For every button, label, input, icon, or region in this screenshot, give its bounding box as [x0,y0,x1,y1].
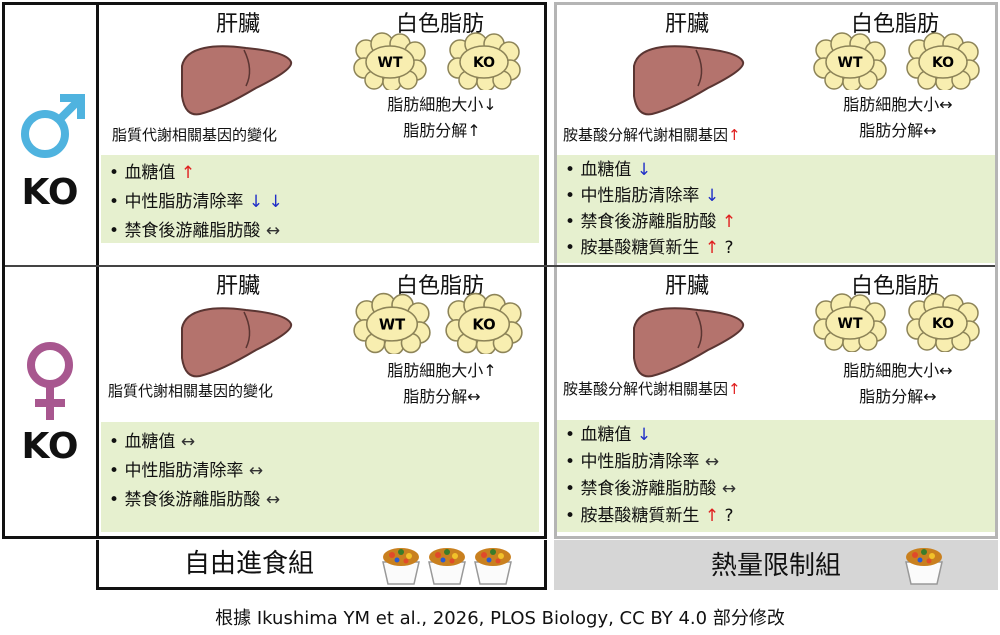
finding-item: 胺基酸糖質新生 ↑ ? [565,235,987,261]
finding-item: 中性脂肪清除率 ↔ [109,457,531,486]
calorie-restriction-group: 熱量限制組 [554,540,998,590]
lipolysis-note: 脂肪分解↔ [859,121,937,140]
free-feeding-group: 自由進食組 [96,540,547,590]
finding-item: 中性脂肪清除率 ↓ ↓ [109,188,531,217]
ko-label: KO [932,55,954,71]
liver-title: 肝臟 [215,274,260,299]
findings-box: 血糖值 ↓ 中性脂肪清除率 ↓ 禁食後游離脂肪酸 ↑ 胺基酸糖質新生 ↑ ? [557,155,995,263]
food-cup-icon [474,548,512,585]
free-feeding-panel [96,2,547,539]
wt-label: WT [838,55,863,71]
liver-title: 肝臟 [664,274,709,299]
white-fat-title: 白色脂肪 [850,274,939,299]
wt-label: WT [838,316,863,332]
liver-note: 胺基酸分解代謝相關基因↑ [563,126,741,144]
finding-item: 中性脂肪清除率 ↔ [565,449,987,476]
wt-fat-cells-icon: WT [813,32,887,90]
food-cup-icon [428,548,466,585]
liver-icon [181,307,293,378]
findings-box: 血糖值 ↑ 中性脂肪清除率 ↓ ↓ 禁食後游離脂肪酸 ↔ [101,155,539,243]
liver-icon [633,307,745,378]
fat-cell-size-note: 脂肪細胞大小↓ [387,95,497,114]
finding-item: 血糖值 ↓ [565,157,987,183]
finding-item: 禁食後游離脂肪酸 ↔ [109,486,531,515]
white-fat-title: 白色脂肪 [850,12,939,37]
fat-cell-size-note: 脂肪細胞大小↔ [843,361,953,380]
food-cup-icon [382,548,420,585]
findings-box: 血糖值 ↓ 中性脂肪清除率 ↔ 禁食後游離脂肪酸 ↔ 胺基酸糖質新生 ↑ ? [557,420,995,532]
fat-note: 脂肪細胞大小↔ 脂肪分解↔ [808,92,988,144]
fat-note: 脂肪細胞大小↔ 脂肪分解↔ [808,358,988,410]
finding-item: 禁食後游離脂肪酸 ↑ [565,209,987,235]
ko-label: KO [473,55,495,71]
liver-icon [181,45,293,116]
ko-label: KO [932,316,954,332]
citation-footer: 根據 Ikushima YM et al., 2026, PLOS Biolog… [215,608,785,629]
liver-note: 胺基酸分解代謝相關基因↑ [563,380,741,398]
food-cup-icon [905,548,943,585]
ko-fat-cells-icon: KO [445,292,523,354]
ko-fat-cells-icon: KO [447,32,521,90]
wt-label: WT [378,55,403,71]
wt-fat-cells-icon: WT [813,293,887,352]
white-fat-title: 白色脂肪 [395,12,484,37]
finding-item: 血糖值 ↔ [109,428,531,457]
lipolysis-note: 脂肪分解↑ [403,121,481,140]
finding-item: 血糖值 ↓ [565,422,987,449]
female-ko-label: KO [21,426,79,467]
lipolysis-note: 脂肪分解↔ [403,387,481,406]
wt-label: WT [379,316,405,333]
fat-cell-size-note: 脂肪細胞大小↔ [843,95,953,114]
liver-note: 脂質代謝相關基因的變化 [112,126,278,144]
male-symbol-icon [21,94,85,158]
calorie-restriction-panel [554,2,998,539]
ko-label: KO [472,316,495,333]
fat-note: 脂肪細胞大小↓ 脂肪分解↑ [352,92,532,144]
fat-note: 脂肪細胞大小↑ 脂肪分解↔ [352,358,532,410]
liver-title: 肝臟 [664,12,709,37]
liver-title: 肝臟 [215,12,260,37]
female-symbol-icon [27,342,73,420]
calorie-restriction-label: 熱量限制組 [710,551,841,581]
finding-item: 中性脂肪清除率 ↓ [565,183,987,209]
male-ko-label: KO [21,172,79,213]
wt-fat-cells-icon: WT [353,292,431,354]
finding-item: 胺基酸糖質新生 ↑ ? [565,503,987,530]
liver-note: 脂質代謝相關基因的變化 [108,382,274,400]
lipolysis-note: 脂肪分解↔ [859,387,937,406]
row-divider [5,265,995,267]
wt-fat-cells-icon: WT [353,32,427,90]
liver-icon [633,45,745,116]
free-feeding-label: 自由進食組 [183,549,314,579]
ko-fat-cells-icon: KO [906,293,980,352]
finding-item: 血糖值 ↑ [109,159,531,188]
findings-box: 血糖值 ↔ 中性脂肪清除率 ↔ 禁食後游離脂肪酸 ↔ [101,422,539,532]
fat-cell-size-note: 脂肪細胞大小↑ [387,361,497,380]
sex-label-column [2,2,96,539]
ko-fat-cells-icon: KO [906,32,980,90]
finding-item: 禁食後游離脂肪酸 ↔ [565,476,987,503]
finding-item: 禁食後游離脂肪酸 ↔ [109,217,531,246]
